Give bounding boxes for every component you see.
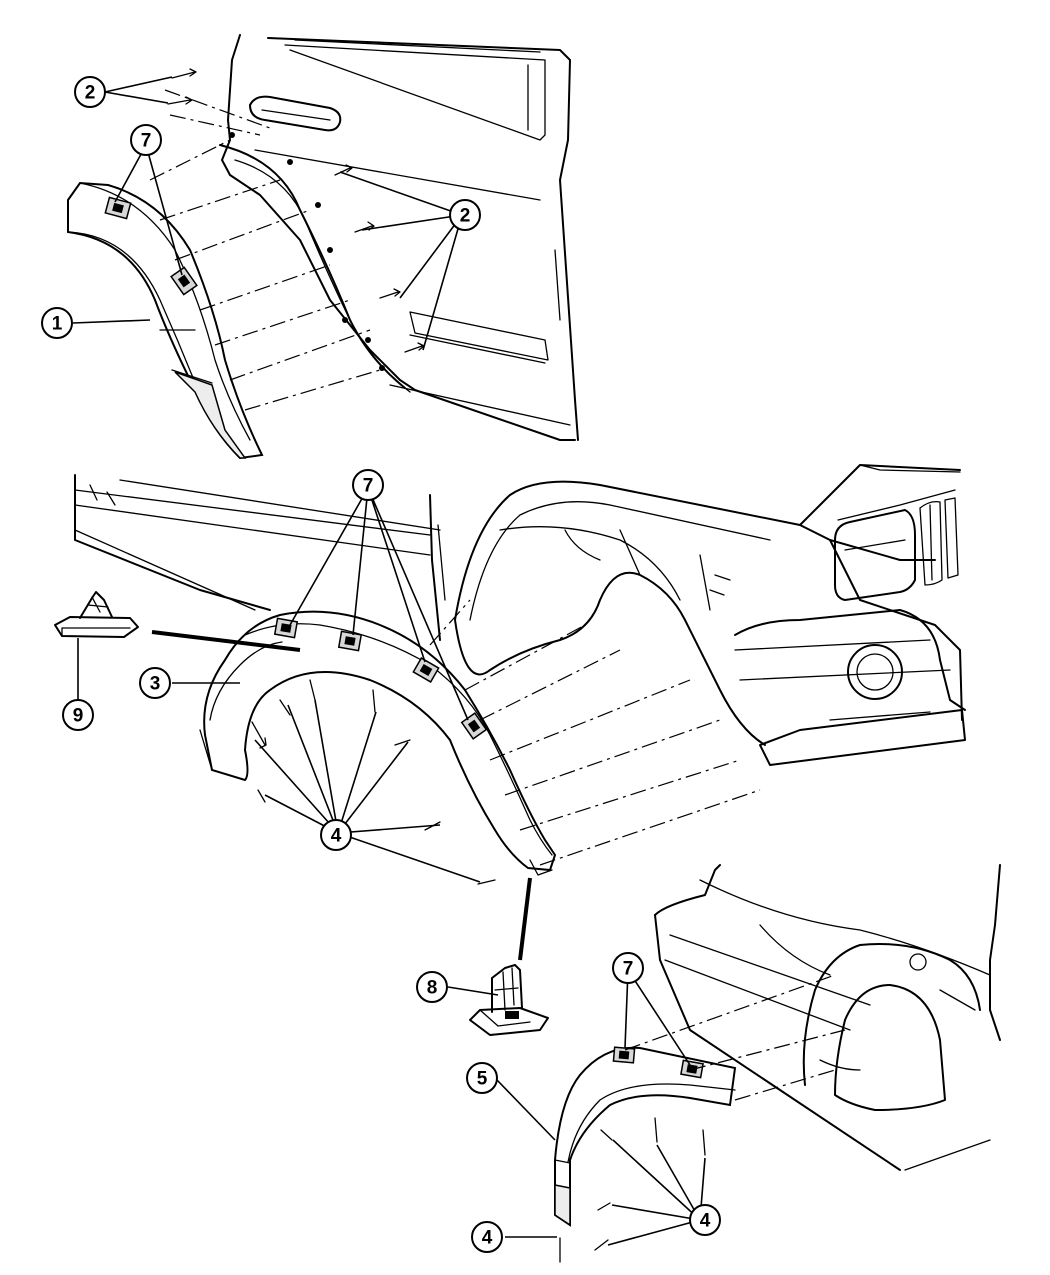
- callout-7-middle: 7: [352, 469, 384, 501]
- callout-1: 1: [41, 307, 73, 339]
- vehicle-body-side: [74, 474, 446, 641]
- callout-3: 3: [139, 667, 171, 699]
- rear-door-body-panel: [221, 34, 579, 441]
- callout-5: 5: [466, 1062, 498, 1094]
- svg-text:9: 9: [73, 706, 84, 727]
- callout-7-top: 7: [130, 124, 162, 156]
- screws-part-4-bottom: [559, 1117, 706, 1263]
- flare-part-1: [67, 181, 264, 460]
- callout-4-bottom-right: 4: [689, 1204, 721, 1236]
- clip-part-9: [54, 591, 139, 638]
- svg-text:7: 7: [141, 131, 152, 152]
- svg-text:3: 3: [150, 674, 161, 695]
- svg-text:1: 1: [52, 314, 63, 335]
- rear-wheelhouse: [802, 943, 981, 1111]
- flare-1-clip-pads: [104, 196, 198, 296]
- alignment-lines-bottom: [624, 974, 846, 1101]
- flare-part-5: [554, 1046, 737, 1227]
- callout-7-bottom: 7: [612, 952, 644, 984]
- flare-part-3: [199, 610, 557, 876]
- svg-text:4: 4: [482, 1228, 493, 1249]
- callout-4-middle: 4: [320, 819, 352, 851]
- rear-quarter-body: [654, 864, 1001, 1171]
- svg-text:8: 8: [427, 978, 438, 999]
- svg-text:7: 7: [363, 476, 374, 497]
- bracket-part-8: [469, 964, 549, 1036]
- callout-2-top-left: 2: [74, 76, 106, 108]
- svg-text:4: 4: [700, 1211, 711, 1232]
- door-wheel-opening: [219, 132, 411, 393]
- svg-text:4: 4: [331, 826, 342, 847]
- svg-text:5: 5: [477, 1069, 488, 1090]
- callout-9: 9: [62, 699, 94, 731]
- alignment-lines-middle: [429, 599, 761, 866]
- svg-text:7: 7: [623, 959, 634, 980]
- callout-2-right: 2: [449, 199, 481, 231]
- front-bumper-and-grille: [734, 464, 966, 766]
- alignment-lines-top: [149, 89, 381, 411]
- callout-8: 8: [416, 971, 448, 1003]
- front-fender-and-wheelhouse: [454, 480, 963, 746]
- svg-text:2: 2: [85, 83, 96, 104]
- callout-4-bottom-left: 4: [471, 1221, 503, 1253]
- svg-text:2: 2: [460, 206, 471, 227]
- assembly-arrows: [151, 630, 532, 961]
